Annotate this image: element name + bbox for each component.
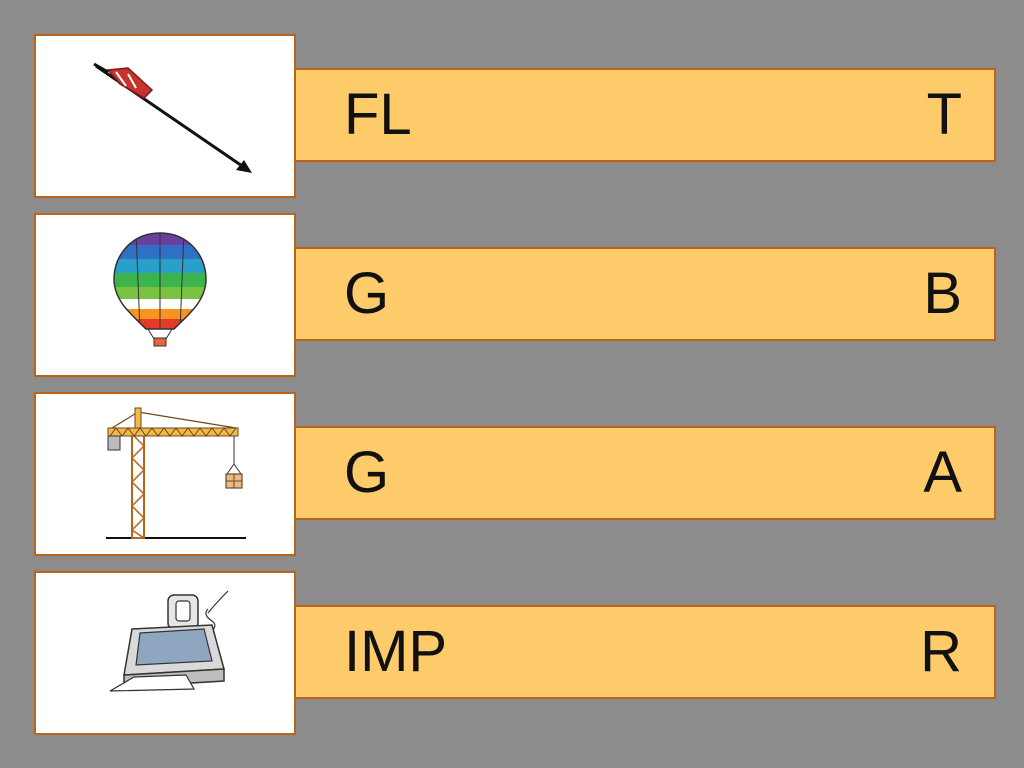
word-bar-3: G A xyxy=(294,426,996,520)
word-bar-4: IMP R xyxy=(294,605,996,699)
word-bar-2: G B xyxy=(294,247,996,341)
missing-letters-gap-3[interactable] xyxy=(496,438,854,508)
word-row-4: IMP R xyxy=(0,571,1024,735)
word-start-4: IMP xyxy=(344,619,448,684)
picture-card-4 xyxy=(34,571,296,735)
printer-icon xyxy=(109,590,229,692)
missing-letters-gap-4[interactable] xyxy=(496,617,854,687)
arrow-icon xyxy=(93,62,252,173)
picture-card-2 xyxy=(34,213,296,377)
missing-letters-gap-1[interactable] xyxy=(496,80,854,150)
picture-card-3 xyxy=(34,392,296,556)
picture-card-1 xyxy=(34,34,296,198)
word-end-1: T xyxy=(926,82,962,147)
hot-air-balloon-icon xyxy=(113,232,207,347)
word-start-3: G xyxy=(344,440,390,505)
word-end-2: B xyxy=(923,261,962,326)
word-bar-1: FL T xyxy=(294,68,996,162)
word-end-4: R xyxy=(920,619,962,684)
word-end-3: A xyxy=(923,440,962,505)
word-row-2: G B xyxy=(0,213,1024,377)
word-row-1: FL T xyxy=(0,34,1024,198)
word-start-1: FL xyxy=(344,82,412,147)
missing-letters-gap-2[interactable] xyxy=(496,259,854,329)
word-start-2: G xyxy=(344,261,390,326)
tower-crane-icon xyxy=(106,407,246,539)
word-row-3: G A xyxy=(0,392,1024,556)
